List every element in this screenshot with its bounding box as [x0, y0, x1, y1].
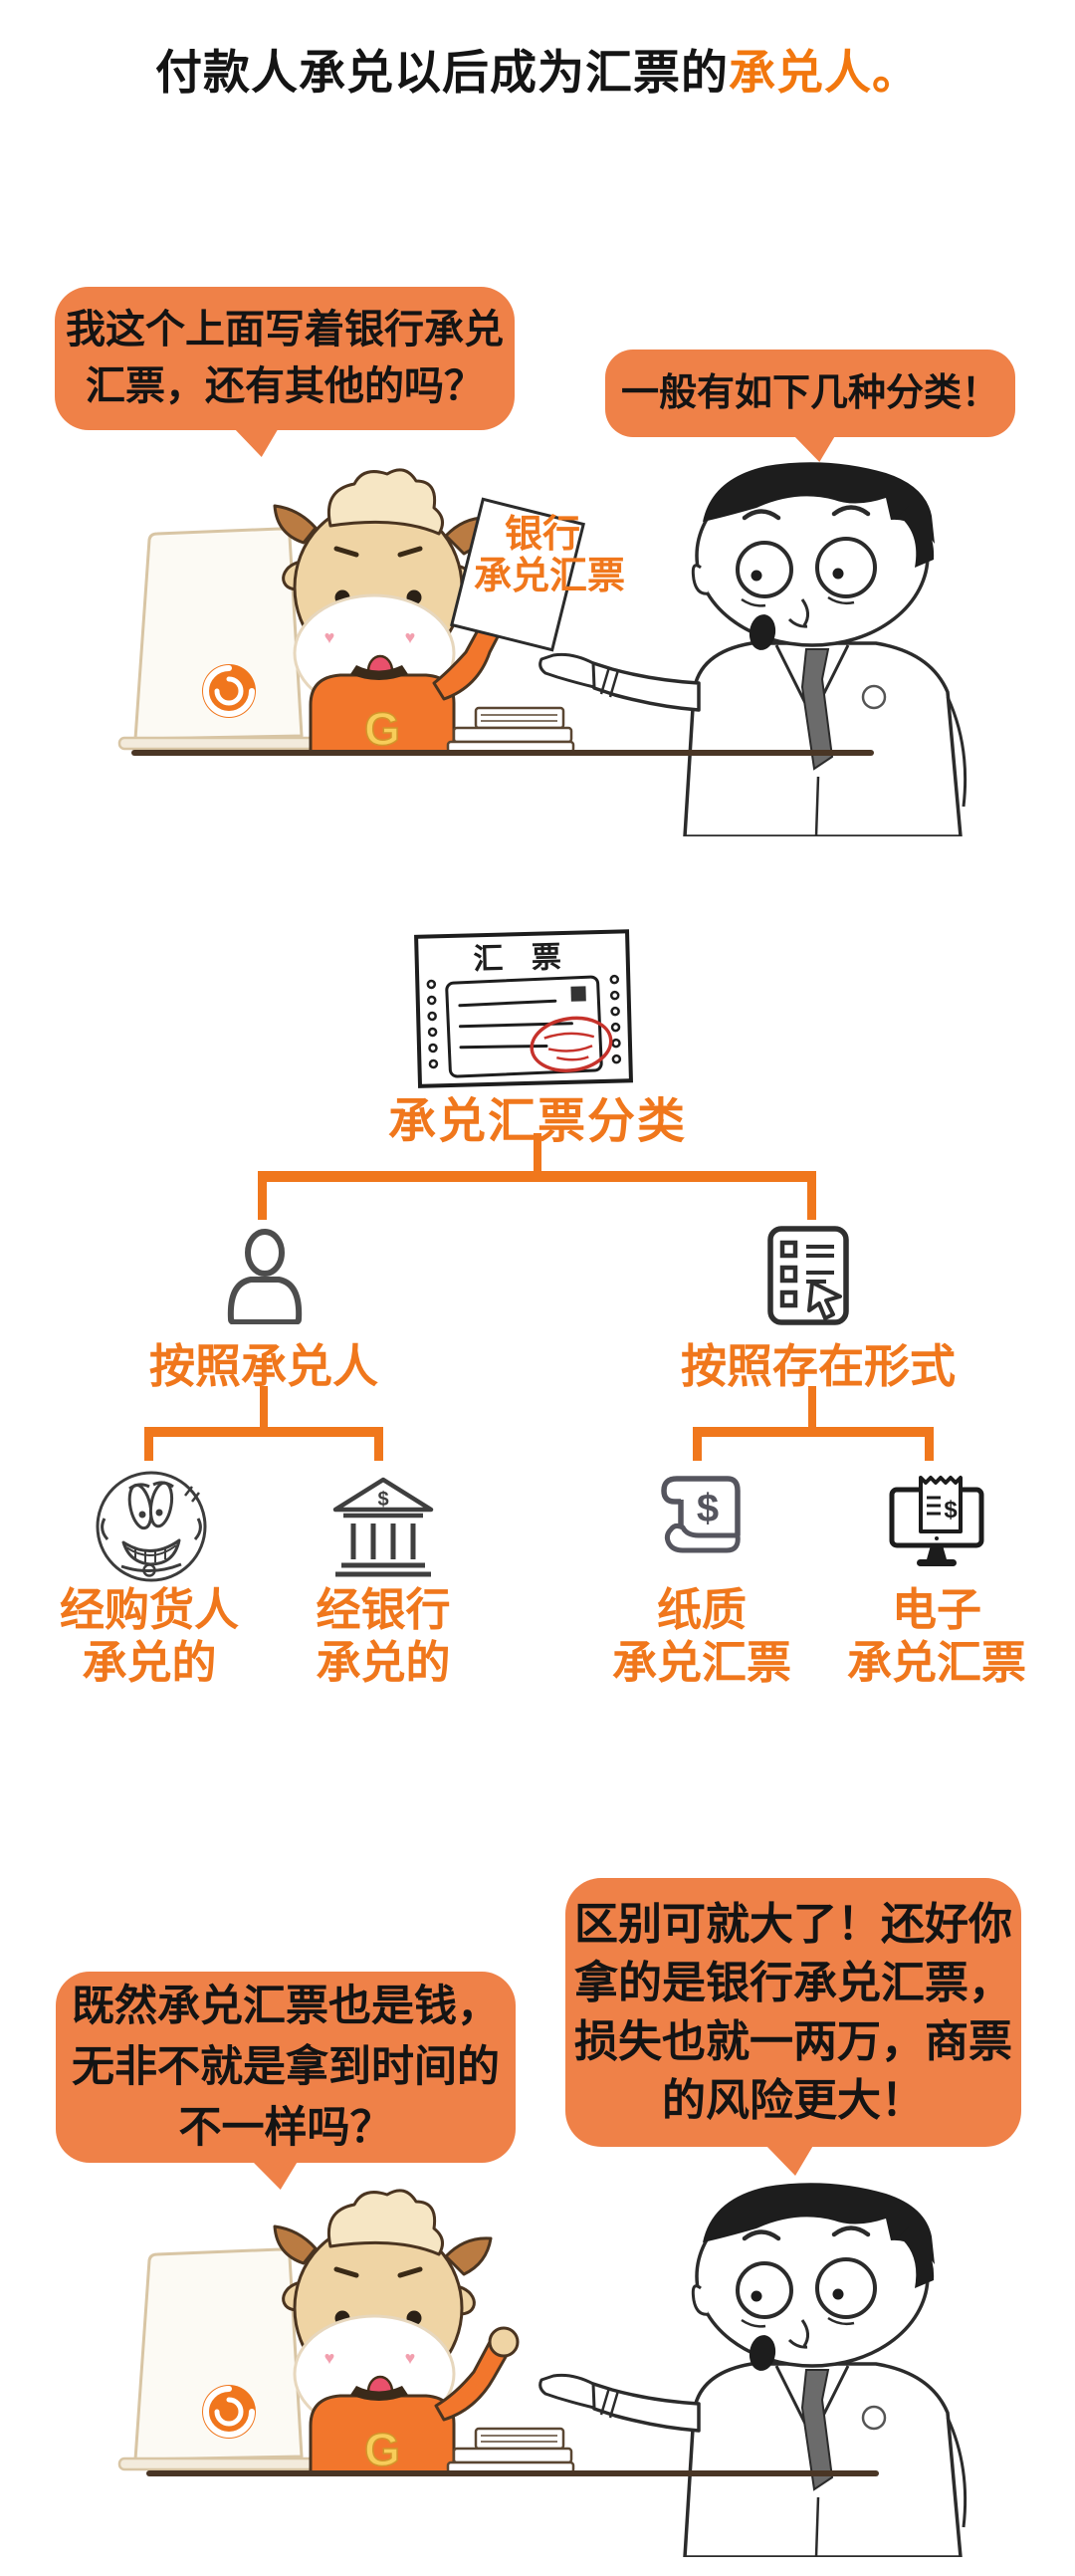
- nostril-heart-icon: ♥: [405, 627, 416, 647]
- page-title-highlight: 承兑人。: [729, 46, 920, 99]
- leaf-label-paper-bill: 纸质 承兑汇票: [572, 1583, 831, 1689]
- e-bill-monitor-icon: $: [889, 1476, 984, 1566]
- bill-title: 汇 票: [473, 941, 571, 977]
- laptop-logo-icon: [202, 2385, 256, 2439]
- connector-line: [258, 1171, 816, 1182]
- leaf-label-buyer-accepted: 经购货人 承兑的: [20, 1583, 279, 1689]
- laptop-logo-icon: [202, 664, 256, 718]
- page-title-black: 付款人承兑以后成为汇票的: [155, 46, 729, 99]
- connector-line: [808, 1386, 816, 1430]
- bubble-line: 既然承兑汇票也是钱，: [72, 1982, 500, 2030]
- red-stamp: [530, 1016, 613, 1072]
- connector-line: [260, 1386, 268, 1430]
- laptop: [117, 2247, 321, 2471]
- leaf-label-line: 承兑汇票: [611, 1637, 791, 1688]
- bubble-line: 一般有如下几种分类！: [620, 372, 999, 414]
- paper-note-text: 银行: [505, 514, 580, 556]
- checklist-cursor-icon: [767, 1226, 849, 1325]
- shirt-letter: G: [364, 703, 400, 755]
- suit-man: [538, 462, 968, 836]
- cartoon-scene-bottom: ♥ ♥ G: [117, 2183, 968, 2557]
- bill-card: 汇 票: [414, 929, 633, 1088]
- leaf-label-line: 电子: [891, 1584, 981, 1635]
- paper-bill-icon: $: [661, 1476, 741, 1553]
- books-stack: [446, 2427, 575, 2474]
- perforation-dots: [426, 974, 622, 1069]
- books-stack: [446, 706, 575, 754]
- laptop: [117, 527, 321, 751]
- leaf-label-bank-accepted: 经银行 承兑的: [254, 1583, 513, 1689]
- bull-mascot: ♥ ♥ G: [273, 468, 513, 756]
- bubble-line: 损失也就一两万，商票: [574, 2017, 1012, 2066]
- nostril-heart-icon: ♥: [324, 2348, 335, 2368]
- man-speech-bubble-top: 一般有如下几种分类！: [605, 350, 1015, 462]
- suit-man: [538, 2183, 968, 2557]
- bubble-line: 无非不就是拿到时间的: [72, 2042, 500, 2091]
- connector-line: [374, 1437, 383, 1461]
- bank-icon: $: [332, 1477, 434, 1577]
- bull-mascot: ♥ ♥ G: [273, 2189, 520, 2476]
- nostril-heart-icon: ♥: [405, 2348, 416, 2368]
- cartoon-scene-top: ♥ ♥ G 银行 承兑汇票: [117, 462, 968, 836]
- branch-label-acceptor: 按照承兑人: [149, 1340, 378, 1392]
- ebill-dollar-glyph: $: [944, 1497, 958, 1523]
- connector-line: [144, 1437, 153, 1461]
- connector-line: [693, 1437, 702, 1461]
- shirt-letter: G: [364, 2424, 400, 2475]
- man-speech-bubble-bottom: 区别可就大了！还好你 拿的是银行承兑汇票， 损失也就一两万，商票 的风险更大！: [565, 1878, 1021, 2176]
- bull-speech-bubble-top: 我这个上面写着银行承兑 汇票，还有其他的吗？: [55, 287, 515, 457]
- crab-buyer-icon: [96, 1471, 207, 1582]
- bank-dollar-glyph: $: [377, 1489, 388, 1511]
- connector-line: [258, 1182, 267, 1220]
- leaf-label-line: 承兑的: [316, 1637, 451, 1688]
- bubble-line: 汇票，还有其他的吗？: [86, 364, 484, 408]
- leaf-label-line: 纸质: [656, 1584, 747, 1635]
- bubble-line: 的风险更大！: [662, 2076, 925, 2125]
- leaf-label-line: 经银行: [316, 1584, 451, 1635]
- connector-line: [693, 1427, 934, 1437]
- person-icon: [227, 1229, 303, 1324]
- bubble-line: 拿的是银行承兑汇票，: [574, 1959, 1012, 2007]
- connector-line: [534, 1133, 541, 1175]
- scroll-dollar-glyph: $: [697, 1487, 719, 1530]
- nostril-heart-icon: ♥: [324, 627, 335, 647]
- leaf-label-electronic-bill: 电子 承兑汇票: [807, 1583, 1066, 1689]
- seal-square: [570, 986, 586, 1002]
- leaf-label-line: 经购货人: [59, 1584, 239, 1635]
- connector-line: [144, 1427, 383, 1437]
- paper-note-text: 承兑汇票: [474, 556, 625, 597]
- branch-label-form: 按照存在形式: [681, 1340, 956, 1392]
- leaf-label-line: 承兑的: [82, 1637, 217, 1688]
- leaf-label-line: 承兑汇票: [846, 1637, 1026, 1688]
- connector-line: [807, 1182, 816, 1220]
- bull-speech-bubble-bottom: 既然承兑汇票也是钱， 无非不就是拿到时间的 不一样吗？: [56, 1972, 516, 2190]
- page-title: 付款人承兑以后成为汇票的承兑人。: [0, 34, 1075, 103]
- connector-line: [925, 1437, 934, 1461]
- bubble-line: 不一样吗？: [178, 2103, 393, 2152]
- paper-note: 银行 承兑汇票: [450, 497, 625, 652]
- bubble-line: 区别可就大了！还好你: [574, 1900, 1012, 1949]
- bubble-line: 我这个上面写着银行承兑: [66, 308, 504, 351]
